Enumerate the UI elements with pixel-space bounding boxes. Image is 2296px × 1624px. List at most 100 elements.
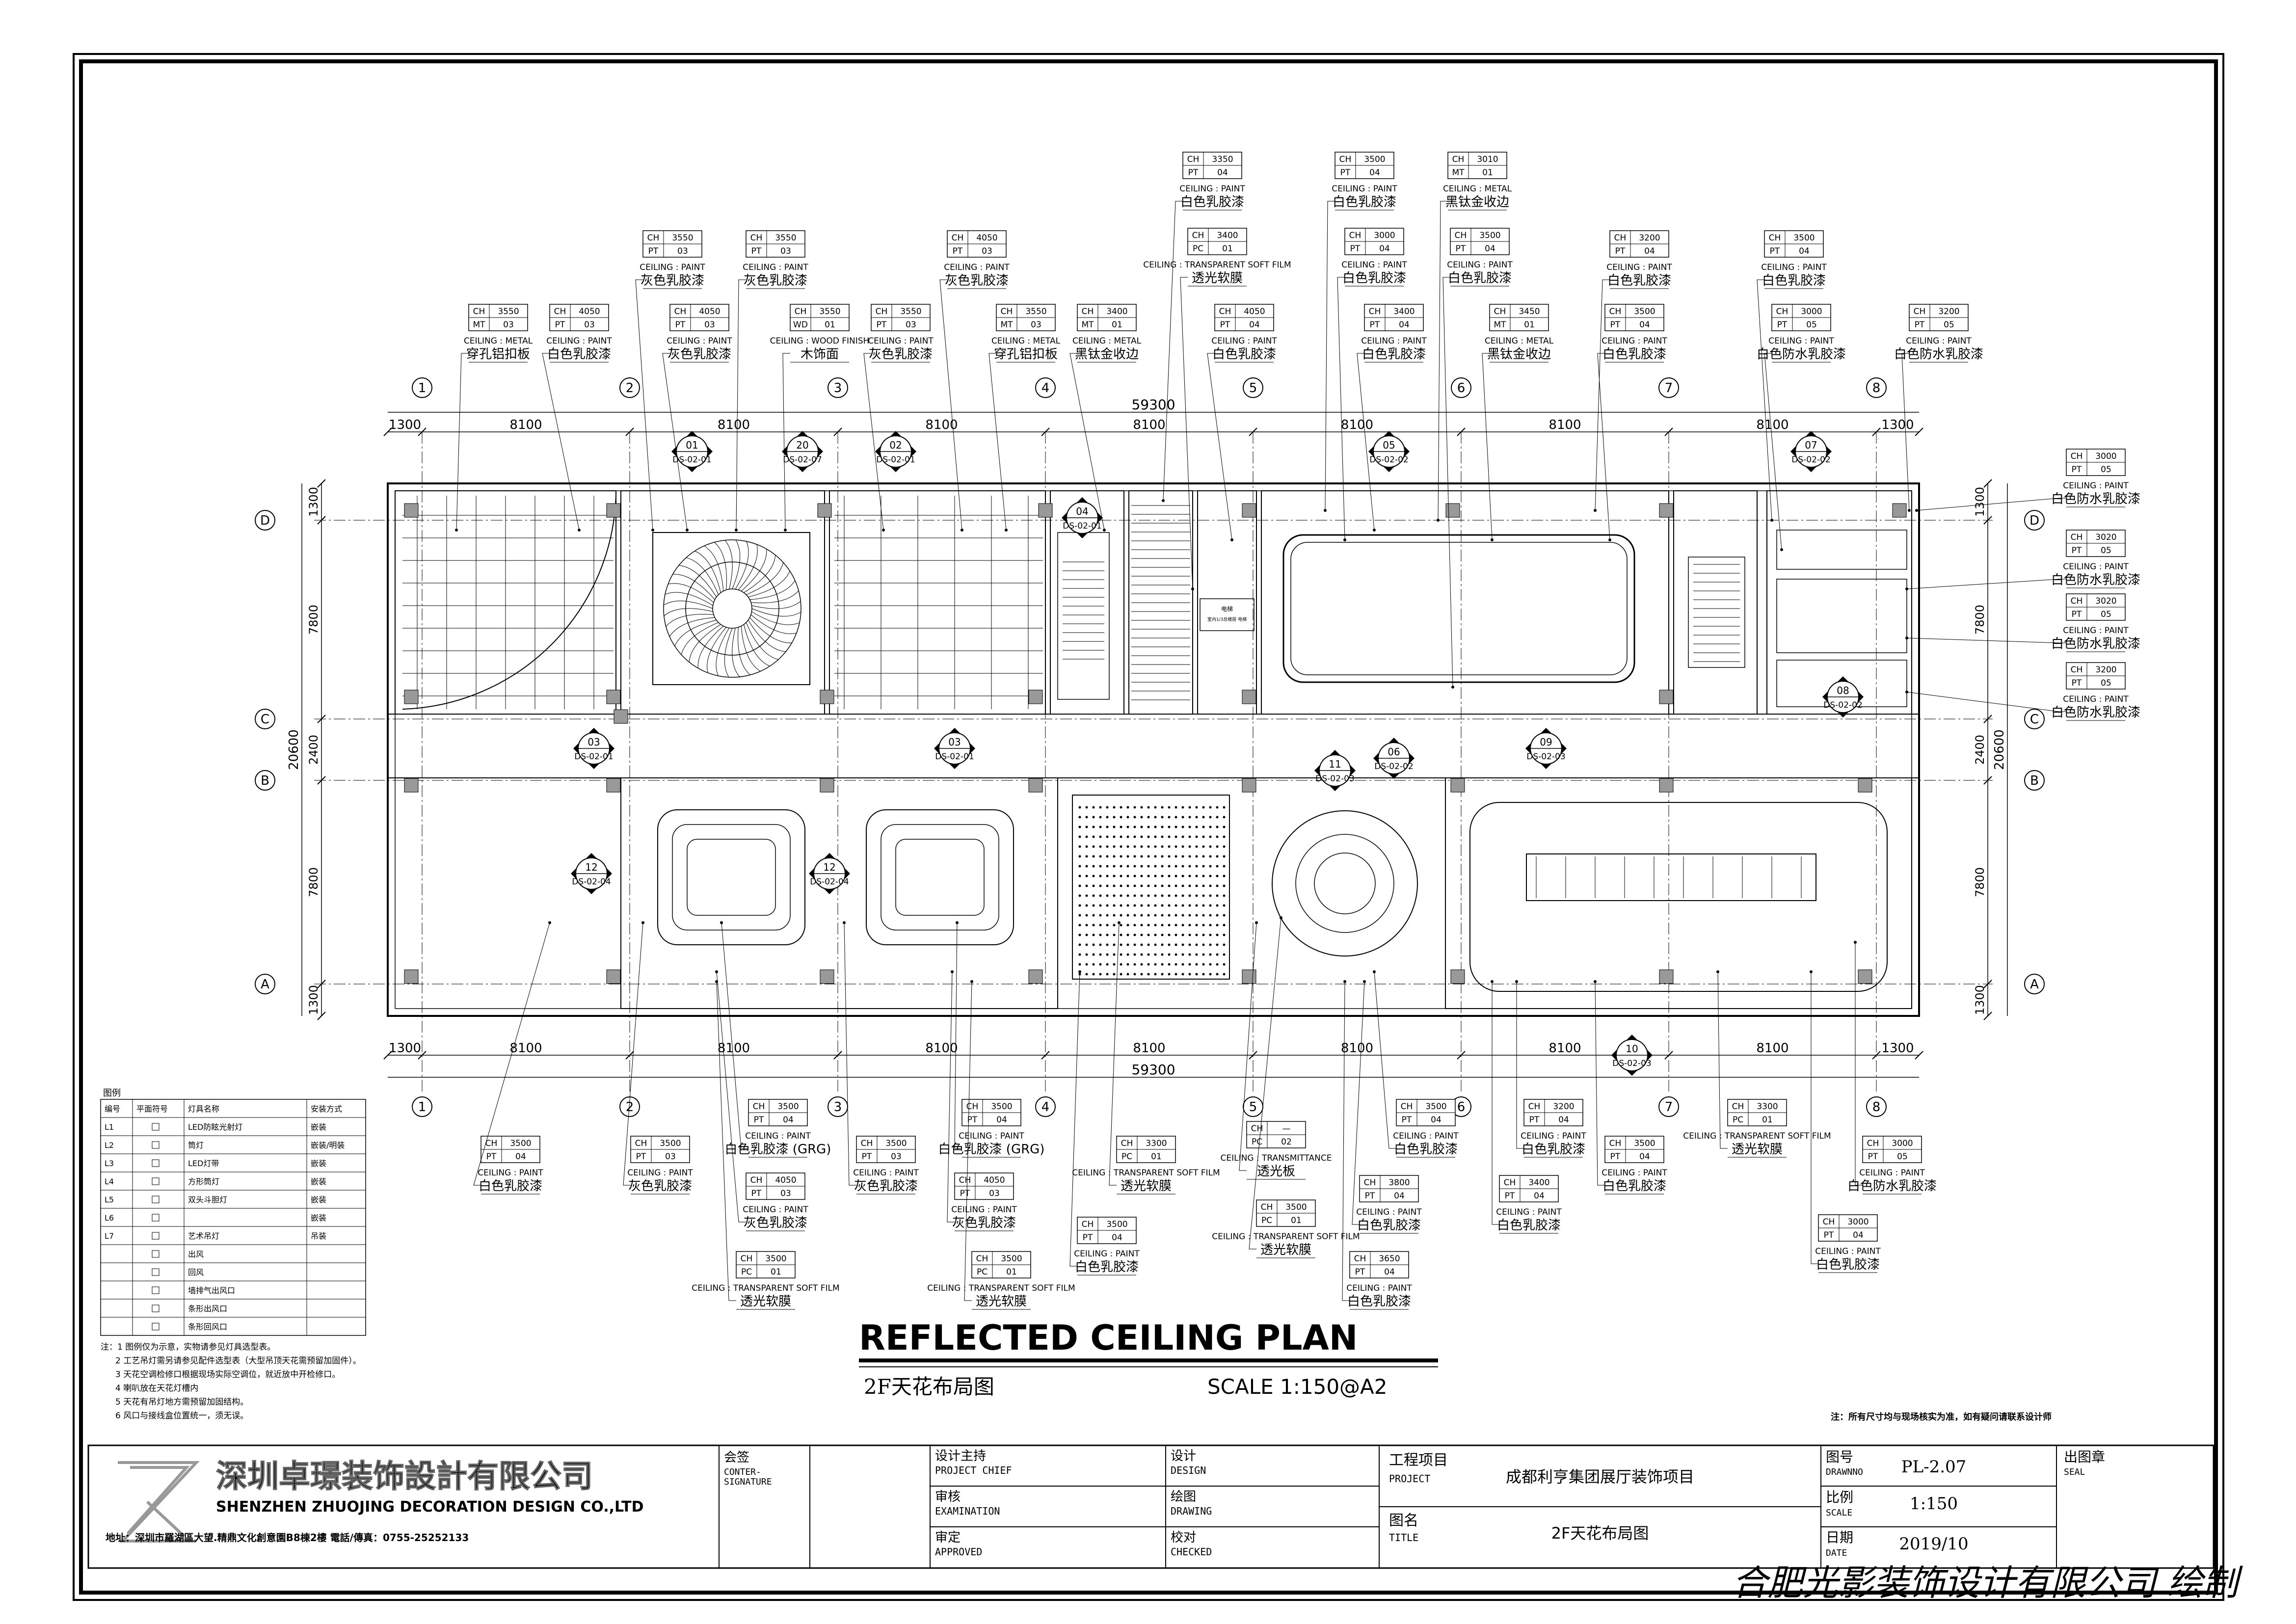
column [606, 969, 621, 984]
callout-anchor [1343, 538, 1346, 541]
film-dot [1120, 894, 1122, 897]
callout-ch-value: 3550 [819, 307, 840, 317]
film-dot [1209, 904, 1212, 907]
grid-bubble-label: 4 [1041, 1100, 1050, 1115]
callout-anchor [1162, 499, 1165, 502]
film-dot [1140, 973, 1143, 976]
legend-code: L3 [105, 1159, 114, 1168]
callout-code-value: 01 [1222, 244, 1233, 254]
grid-bubble-label: 2 [626, 1100, 634, 1115]
callout-material: 白色乳胶漆 [479, 1179, 542, 1194]
film-dot [1092, 845, 1095, 848]
callout-ch-key: CH [1121, 1139, 1133, 1148]
film-dot [1113, 825, 1116, 828]
film-dot [1092, 825, 1095, 828]
sun-ray [678, 565, 717, 597]
film-dot [1181, 855, 1184, 858]
callout-material: 白色乳胶漆 [1394, 1142, 1458, 1157]
film-dot [1181, 835, 1184, 838]
section-marker-number: 09 [1540, 736, 1552, 748]
sun-ray [749, 617, 792, 643]
film-dot [1078, 924, 1081, 927]
film-dot [1133, 953, 1136, 956]
callout-type: CEILING : PAINT [1815, 1247, 1881, 1256]
film-dot [1140, 933, 1143, 936]
title-label-en: TITLE [1389, 1532, 1418, 1544]
callout-ch-key: CH [1082, 307, 1094, 317]
film-dot [1078, 953, 1081, 956]
column [404, 969, 419, 984]
film-dot [1113, 835, 1116, 838]
countersign-cn: 会签 [724, 1450, 749, 1465]
callout-code-value: 04 [783, 1115, 794, 1125]
callout-code-key: PT [1456, 244, 1466, 254]
callout-anchor [1594, 980, 1597, 983]
film-dot [1154, 894, 1157, 897]
film-dot [1188, 963, 1191, 966]
film-dot [1092, 865, 1095, 868]
film-dot [1223, 973, 1226, 976]
sun-ray [744, 555, 776, 593]
film-dot [1120, 855, 1122, 858]
film-dot [1188, 933, 1191, 936]
callout-ch-key: CH [1082, 1220, 1094, 1229]
film-dot [1085, 806, 1088, 809]
callout-anchor [1363, 980, 1366, 983]
film-dot [1078, 914, 1081, 917]
section-marker-number: 08 [1837, 685, 1849, 696]
callout-type: CEILING : PAINT [640, 263, 705, 272]
callout-ch-key: CH [485, 1139, 498, 1148]
film-dot [1181, 904, 1184, 907]
callout-ch-key: CH [2071, 532, 2083, 542]
film-dot [1147, 865, 1150, 868]
callout-ch-key: CH [952, 233, 964, 243]
design-en: DESIGN [1171, 1464, 1206, 1476]
callout-code-key: PT [1370, 320, 1380, 330]
film-dot [1126, 904, 1129, 907]
film-dot [1202, 924, 1205, 927]
callout-ch-key: CH [741, 1254, 753, 1264]
grid-bubble-4 [1035, 1096, 1056, 1117]
callout-code-key: MT [1494, 320, 1506, 330]
callout-ch-key: CH [1528, 1102, 1541, 1112]
callout-material: 透光软膜 [1192, 271, 1243, 286]
sun-ray [738, 627, 750, 675]
callout-anchor [720, 921, 723, 924]
callout-code-value: 01 [1524, 320, 1535, 330]
callout-anchor [1230, 538, 1233, 541]
film-dot [1133, 884, 1136, 887]
callout-code-value: 05 [2101, 465, 2111, 475]
dwgno-value: PL-2.07 [1901, 1457, 1967, 1477]
film-dot [1223, 875, 1226, 878]
callout-code-value: 05 [2101, 610, 2111, 619]
callout-ch-value: 3500 [1106, 1220, 1127, 1229]
film-dot [1168, 953, 1171, 956]
film-dot [1175, 963, 1177, 966]
film-dot [1140, 884, 1143, 887]
callout-type: CEILING : PAINT [1602, 336, 1667, 346]
callout-leader [1207, 353, 1232, 540]
film-dot [1106, 953, 1109, 956]
film-dot [1147, 943, 1150, 946]
callout-type: CEILING : PAINT [546, 336, 612, 346]
legend-code: L5 [105, 1195, 114, 1204]
sun-ray [724, 628, 733, 678]
check-en: CHECKED [1171, 1546, 1212, 1558]
film-dot [1154, 933, 1157, 936]
callout-material: 灰色乳胶漆 [869, 347, 933, 362]
film-dot [1161, 825, 1164, 828]
sun-ray [746, 622, 779, 660]
grid-bubble-label: 1 [418, 1100, 427, 1115]
callout-anchor [686, 529, 689, 532]
dim-label: 7800 [307, 867, 320, 897]
column [1038, 503, 1053, 518]
grid-bubble-7 [1658, 1096, 1679, 1117]
film-dot [1106, 933, 1109, 936]
film-dot [1202, 884, 1205, 887]
column [606, 503, 621, 518]
